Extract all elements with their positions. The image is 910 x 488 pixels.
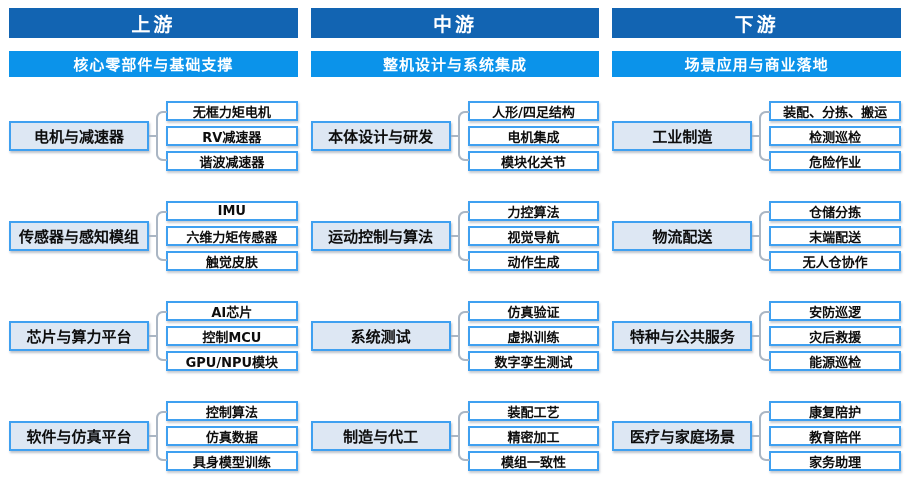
item-box: 无框力矩电机 <box>166 101 298 121</box>
item-list: 装配、分拣、搬运 检测巡检 危险作业 <box>769 101 902 171</box>
group: 医疗与家庭场景 康复陪护 教育陪伴 家务助理 <box>612 401 902 471</box>
item-box: 安防巡逻 <box>769 301 902 321</box>
group: 特种与公共服务 安防巡逻 灾后救援 能源巡检 <box>612 301 902 371</box>
bracket-connector <box>450 201 469 271</box>
item-list: 仓储分拣 末端配送 无人仓协作 <box>769 201 902 271</box>
item-box: 数字孪生测试 <box>467 351 600 371</box>
item-box: 视觉导航 <box>467 226 600 246</box>
item-box: 装配、分拣、搬运 <box>769 101 902 121</box>
item-list: 力控算法 视觉导航 动作生成 <box>467 201 600 271</box>
item-box: 装配工艺 <box>467 401 600 421</box>
bracket-connector <box>752 201 771 271</box>
bracket-connector <box>752 101 771 171</box>
item-box: AI芯片 <box>166 301 298 321</box>
column-downstream: 下游 场景应用与商业落地 工业制造 装配、分拣、搬运 检测巡检 危险作业 物流配… <box>612 8 902 488</box>
item-box: 家务助理 <box>769 451 902 471</box>
item-list: 无框力矩电机 RV减速器 谐波减速器 <box>166 101 298 171</box>
item-box: 精密加工 <box>467 426 600 446</box>
group: 物流配送 仓储分拣 末端配送 无人仓协作 <box>612 201 902 271</box>
item-list: 康复陪护 教育陪伴 家务助理 <box>769 401 902 471</box>
group: 系统测试 仿真验证 虚拟训练 数字孪生测试 <box>310 301 600 371</box>
category-box: 系统测试 <box>310 321 451 351</box>
group-list: 电机与减速器 无框力矩电机 RV减速器 谐波减速器 传感器与感知模组 IMU 六… <box>9 101 298 471</box>
column-subheader: 场景应用与商业落地 <box>612 51 902 77</box>
item-box: 末端配送 <box>769 226 902 246</box>
item-box: 仿真验证 <box>467 301 600 321</box>
item-list: 控制算法 仿真数据 具身模型训练 <box>166 401 298 471</box>
group: 运动控制与算法 力控算法 视觉导航 动作生成 <box>310 201 600 271</box>
item-box: 动作生成 <box>467 251 600 271</box>
category-box: 电机与减速器 <box>9 121 149 151</box>
category-box: 本体设计与研发 <box>310 121 451 151</box>
category-box: 物流配送 <box>612 221 753 251</box>
category-box: 芯片与算力平台 <box>9 321 149 351</box>
item-box: 教育陪伴 <box>769 426 902 446</box>
item-box: 危险作业 <box>769 151 902 171</box>
category-box: 医疗与家庭场景 <box>612 421 753 451</box>
column-header: 中游 <box>310 8 600 38</box>
group-list: 工业制造 装配、分拣、搬运 检测巡检 危险作业 物流配送 仓储分拣 末端配送 无… <box>612 101 902 471</box>
item-box: 模组一致性 <box>467 451 600 471</box>
item-list: IMU 六维力矩传感器 触觉皮肤 <box>166 201 298 271</box>
item-box: 检测巡检 <box>769 126 902 146</box>
bracket-connector <box>752 301 771 371</box>
item-list: 仿真验证 虚拟训练 数字孪生测试 <box>467 301 600 371</box>
column-subheader: 整机设计与系统集成 <box>310 51 600 77</box>
item-box: 力控算法 <box>467 201 600 221</box>
category-box: 特种与公共服务 <box>612 321 753 351</box>
item-box: 控制算法 <box>166 401 298 421</box>
item-box: 电机集成 <box>467 126 600 146</box>
category-box: 运动控制与算法 <box>310 221 451 251</box>
bracket-connector <box>149 201 167 271</box>
item-box: 六维力矩传感器 <box>166 226 298 246</box>
item-box: 具身模型训练 <box>166 451 298 471</box>
item-box: RV减速器 <box>166 126 298 146</box>
bracket-connector <box>450 401 469 471</box>
bracket-connector <box>752 401 771 471</box>
item-box: 仓储分拣 <box>769 201 902 221</box>
group: 工业制造 装配、分拣、搬运 检测巡检 危险作业 <box>612 101 902 171</box>
item-list: 装配工艺 精密加工 模组一致性 <box>467 401 600 471</box>
item-box: 触觉皮肤 <box>166 251 298 271</box>
column-midstream: 中游 整机设计与系统集成 本体设计与研发 人形/四足结构 电机集成 模块化关节 … <box>310 8 600 488</box>
item-box: GPU/NPU模块 <box>166 351 298 371</box>
group: 芯片与算力平台 AI芯片 控制MCU GPU/NPU模块 <box>9 301 298 371</box>
item-box: 无人仓协作 <box>769 251 902 271</box>
group-list: 本体设计与研发 人形/四足结构 电机集成 模块化关节 运动控制与算法 力控算法 … <box>310 101 600 471</box>
item-box: 模块化关节 <box>467 151 600 171</box>
item-box: 灾后救援 <box>769 326 902 346</box>
item-list: AI芯片 控制MCU GPU/NPU模块 <box>166 301 298 371</box>
item-box: 人形/四足结构 <box>467 101 600 121</box>
group: 本体设计与研发 人形/四足结构 电机集成 模块化关节 <box>310 101 600 171</box>
group: 电机与减速器 无框力矩电机 RV减速器 谐波减速器 <box>9 101 298 171</box>
category-box: 制造与代工 <box>310 421 451 451</box>
item-box: 谐波减速器 <box>166 151 298 171</box>
bracket-connector <box>149 401 167 471</box>
group: 软件与仿真平台 控制算法 仿真数据 具身模型训练 <box>9 401 298 471</box>
bracket-connector <box>149 301 167 371</box>
item-list: 安防巡逻 灾后救援 能源巡检 <box>769 301 902 371</box>
category-box: 工业制造 <box>612 121 753 151</box>
column-upstream: 上游 核心零部件与基础支撑 电机与减速器 无框力矩电机 RV减速器 谐波减速器 … <box>9 8 298 488</box>
bracket-connector <box>149 101 167 171</box>
category-box: 软件与仿真平台 <box>9 421 149 451</box>
item-box: 康复陪护 <box>769 401 902 421</box>
item-box: 能源巡检 <box>769 351 902 371</box>
column-header: 下游 <box>612 8 902 38</box>
group: 传感器与感知模组 IMU 六维力矩传感器 触觉皮肤 <box>9 201 298 271</box>
column-header: 上游 <box>9 8 298 38</box>
item-box: IMU <box>166 201 298 221</box>
item-box: 虚拟训练 <box>467 326 600 346</box>
bracket-connector <box>450 301 469 371</box>
item-box: 控制MCU <box>166 326 298 346</box>
category-box: 传感器与感知模组 <box>9 221 149 251</box>
group: 制造与代工 装配工艺 精密加工 模组一致性 <box>310 401 600 471</box>
item-list: 人形/四足结构 电机集成 模块化关节 <box>467 101 600 171</box>
item-box: 仿真数据 <box>166 426 298 446</box>
column-subheader: 核心零部件与基础支撑 <box>9 51 298 77</box>
bracket-connector <box>450 101 469 171</box>
